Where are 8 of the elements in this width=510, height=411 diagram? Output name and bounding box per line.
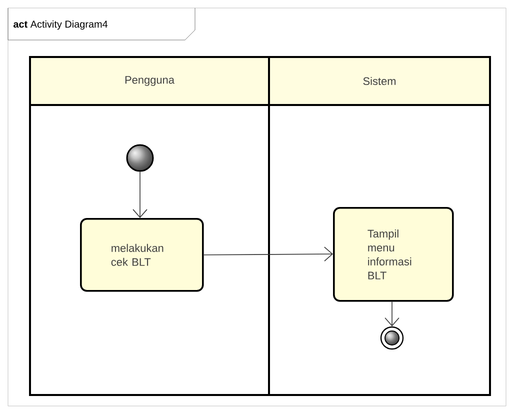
arrow [384, 301, 400, 326]
initial-node [126, 144, 154, 172]
arrow [132, 171, 148, 218]
action-box: melakukan cek BLT [80, 218, 204, 292]
arrow [203, 246, 333, 262]
frame-title-tab: act Activity Diagram4 [8, 8, 196, 40]
action-box: Tampil menu informasi BLT [333, 207, 454, 302]
final-node [380, 326, 404, 350]
